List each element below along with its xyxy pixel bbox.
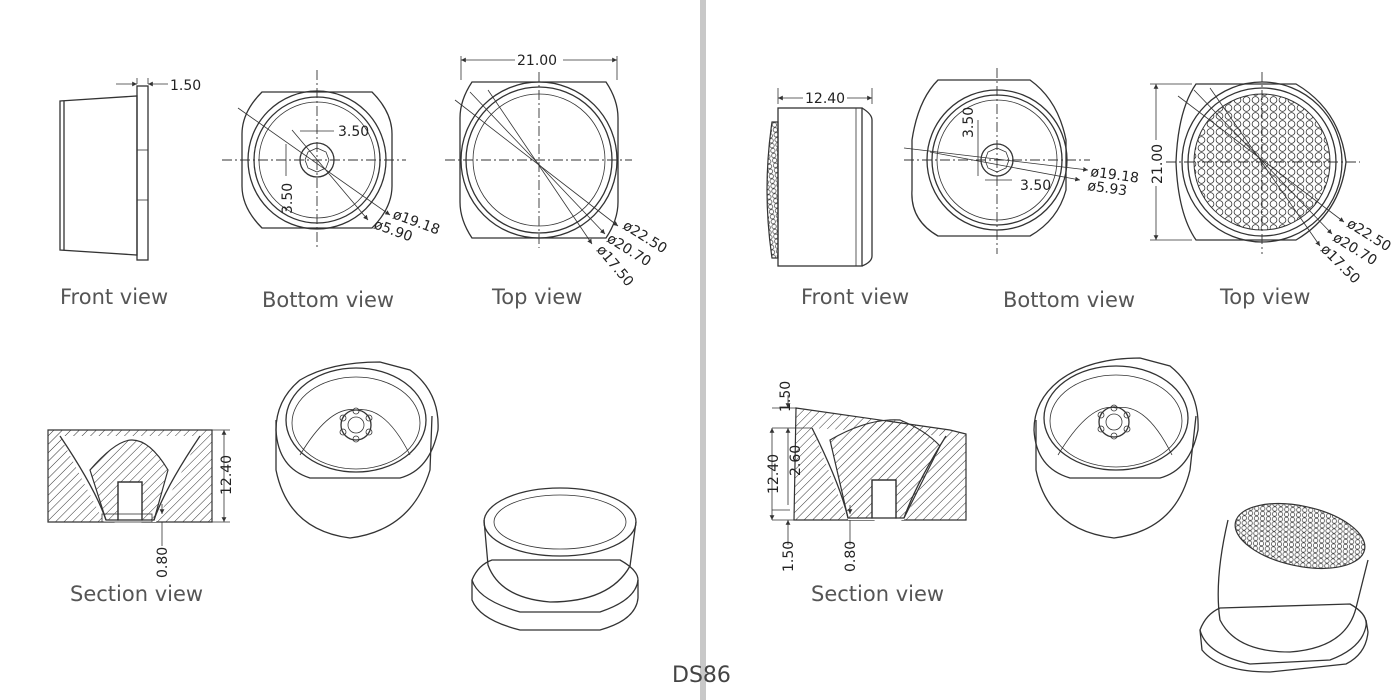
- right-section-view: 1.50 12.40 2.60 1.50 0.80 Section view: [766, 381, 967, 606]
- right-bottom-hole-h-dim: 3.50: [961, 107, 977, 138]
- left-bottom-hole-h-dim: 3.50: [280, 183, 296, 214]
- left-iso-top: [471, 487, 639, 631]
- left-top-view: 21.00 ø22.50 ø20.70 ø17.50 Top view: [445, 53, 670, 309]
- left-top-caption: Top view: [491, 285, 582, 309]
- right-iso-top: [1199, 503, 1369, 673]
- left-section-base-dim: 0.80: [155, 547, 171, 578]
- right-bottom-caption: Bottom view: [1003, 288, 1135, 312]
- right-section-caption: Section view: [811, 582, 944, 606]
- left-front-caption: Front view: [60, 285, 168, 309]
- right-bottom-d2-dim: ø5.93: [1086, 178, 1128, 199]
- left-section-caption: Section view: [70, 582, 203, 606]
- left-front-flange-dim: 1.50: [170, 78, 201, 94]
- left-section-height-dim: 12.40: [219, 455, 235, 495]
- left-iso-bottom: [275, 361, 439, 539]
- right-bottom-view: 3.50 3.50 ø19.18 ø5.93 Bottom view: [903, 68, 1140, 312]
- left-bottom-caption: Bottom view: [262, 288, 394, 312]
- right-section-base-dim: 1.50: [781, 541, 797, 572]
- sheet-divider: [700, 0, 706, 700]
- right-top-height-dim: 21.00: [1150, 144, 1166, 184]
- left-front-view: 1.50 Front view: [59, 78, 201, 309]
- left-bottom-view: 3.50 3.50 ø19.18 ø5.90 Bottom view: [222, 70, 442, 312]
- right-top-view: 21.00 ø22.50 ø20.70 ø17.50 Top view: [1150, 72, 1394, 309]
- right-section-small-dim: 0.80: [843, 541, 859, 572]
- right-front-view: 12.40 Front view: [766, 88, 909, 309]
- right-top-caption: Top view: [1219, 285, 1310, 309]
- right-front-caption: Front view: [801, 285, 909, 309]
- right-section-mid-dim: 2.60: [788, 445, 804, 476]
- right-bottom-hole-w-dim: 3.50: [1020, 178, 1051, 194]
- model-label: DS86: [672, 663, 731, 688]
- left-bottom-hole-w-dim: 3.50: [338, 124, 369, 140]
- right-front-width-dim: 12.40: [805, 91, 845, 107]
- right-bottom-d1-dim: ø19.18: [1089, 164, 1139, 187]
- left-section-view: 12.40 0.80 Section view: [47, 429, 235, 606]
- right-iso-bottom: [1033, 357, 1199, 539]
- left-top-width-dim: 21.00: [517, 53, 557, 69]
- right-section-top-dim: 1.50: [778, 381, 794, 412]
- right-section-total-dim: 12.40: [766, 454, 782, 494]
